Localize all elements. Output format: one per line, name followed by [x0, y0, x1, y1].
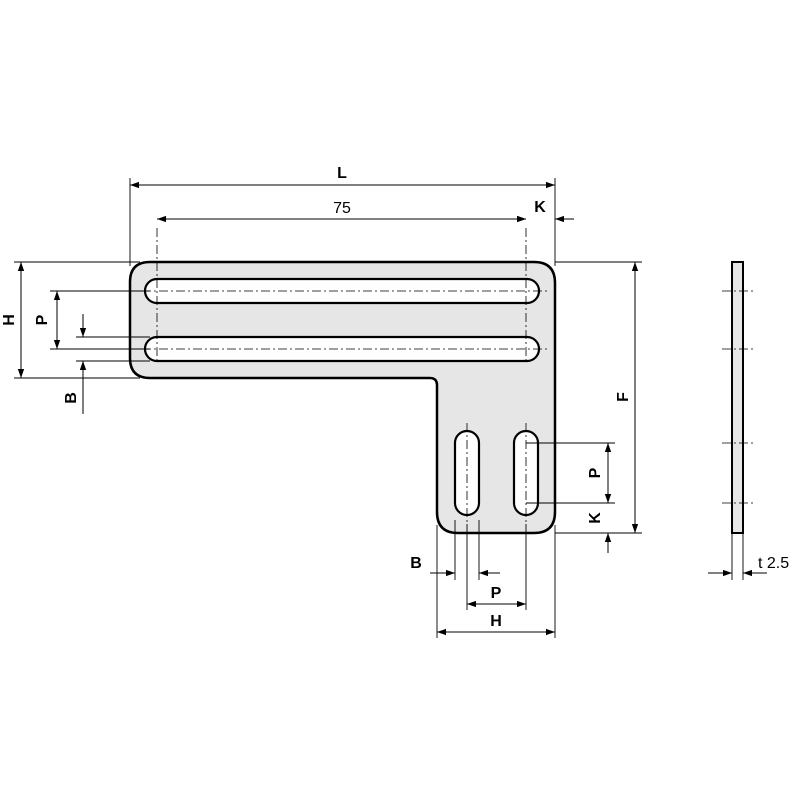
- right-dimensions: F P K: [526, 261, 642, 553]
- side-view: t 2.5: [708, 261, 789, 580]
- dim-label-B-bottom: B: [410, 555, 422, 572]
- left-dimensions: H P B: [1, 261, 150, 414]
- bottom-dimensions: B P H: [410, 520, 556, 638]
- dim-label-F: F: [615, 392, 632, 402]
- dim-label-K-right: K: [587, 512, 604, 524]
- l-bracket-plate: [128, 260, 557, 535]
- dim-label-K-top: K: [534, 199, 546, 216]
- dim-label-P-left: P: [34, 314, 51, 325]
- dim-label-H-left: H: [1, 314, 18, 326]
- dim-label-75: 75: [333, 200, 351, 217]
- dim-label-thickness: t 2.5: [758, 555, 789, 572]
- side-view-plate: [731, 261, 744, 534]
- center-lines: [142, 228, 548, 524]
- dim-label-P-bottom: P: [491, 585, 502, 602]
- top-dimensions: L 75 K: [129, 165, 574, 266]
- dim-label-L: L: [337, 165, 347, 182]
- dim-label-H-bottom: H: [490, 613, 502, 630]
- dim-label-P-right: P: [587, 467, 604, 478]
- dim-label-B-left: B: [63, 392, 80, 404]
